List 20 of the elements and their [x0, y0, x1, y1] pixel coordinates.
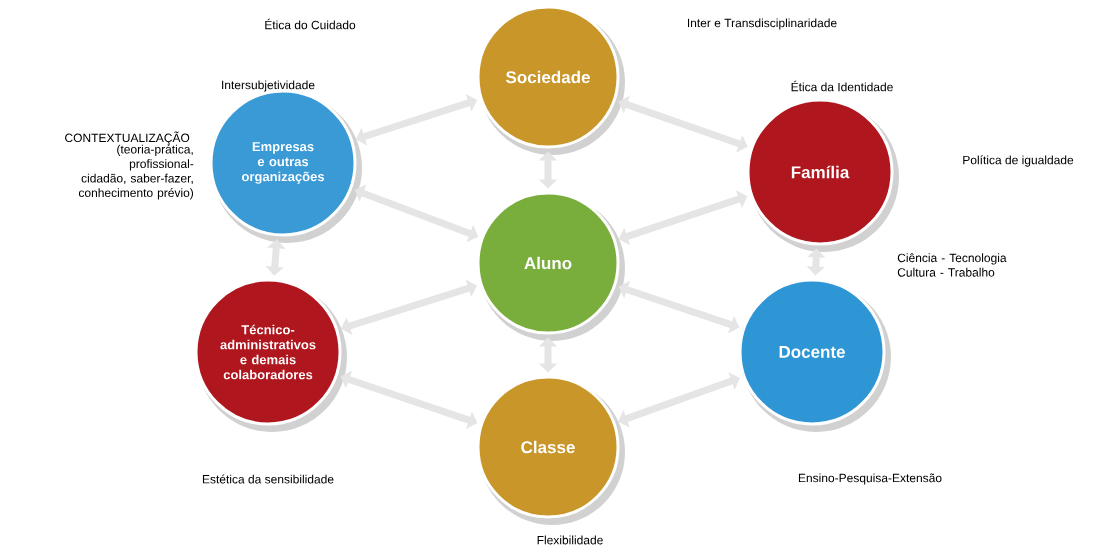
label-text: Inter e Transdisciplinaridade	[687, 18, 837, 30]
double-arrow	[618, 372, 740, 428]
label-text: Flexibilidade	[537, 535, 603, 545]
circle-node: Docente	[738, 278, 886, 426]
label-text: Intersubjetividade	[222, 80, 315, 92]
double-arrow	[538, 337, 558, 373]
label-text: Ética do Cuidado	[265, 18, 356, 30]
label-text: (teoria-prática, profissional-cidadão, saber-fazer, conhecimento prévio)	[78, 144, 194, 200]
circle-node: Técnico-administrativos e demais colaboradores	[194, 278, 342, 426]
label-text: Ciência - Tecnologia Cultura - Trabalho	[897, 253, 1007, 277]
circle-node: Sociedade	[476, 5, 620, 149]
label-text: Política de igualdade	[963, 155, 1074, 167]
label-text: Estética da sensibilidade	[202, 474, 334, 484]
circle-node: Família	[746, 98, 894, 246]
label-text: CONTEXTUALIZAÇÃO	[65, 131, 190, 145]
circle-node: Aluno	[476, 191, 620, 335]
double-arrow	[538, 151, 558, 189]
double-arrow	[806, 248, 826, 276]
label-text: Ensino-Pesquisa-Extensão	[798, 473, 942, 485]
circle-node: Classe	[476, 375, 620, 519]
